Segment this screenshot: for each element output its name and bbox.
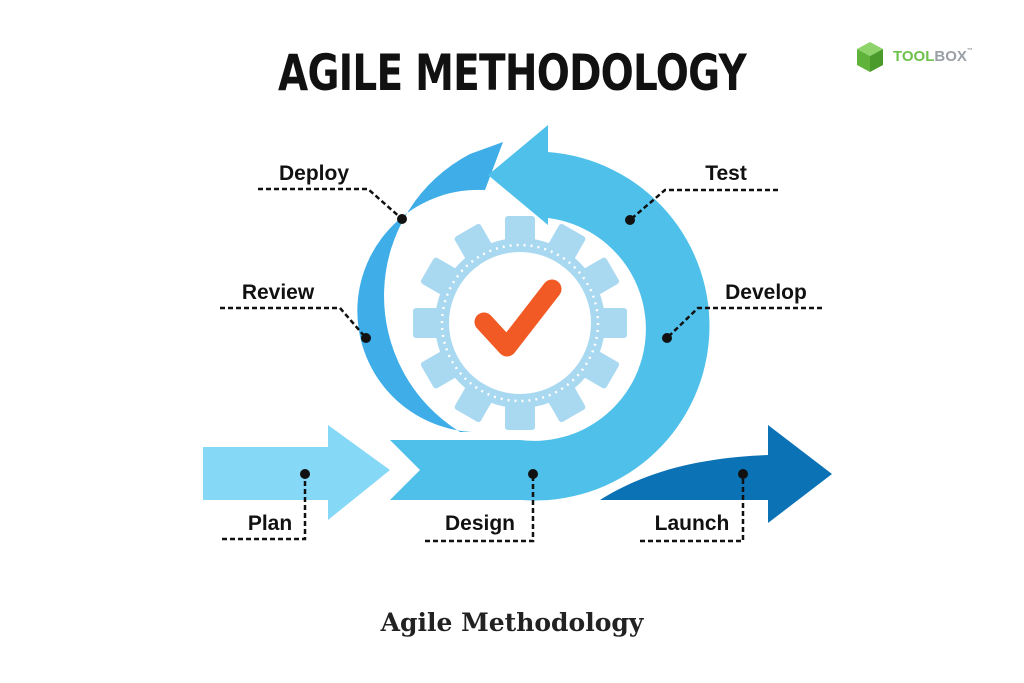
- test-label: Test: [705, 162, 747, 185]
- cycle-left-band: [357, 142, 503, 432]
- review-dot: [361, 333, 371, 343]
- launch-label: Launch: [655, 512, 730, 535]
- logo-trademark: ™: [966, 48, 973, 54]
- diagram-title: AGILE METHODOLOGY: [278, 44, 747, 102]
- plan-dot: [300, 469, 310, 479]
- leader-dots: [300, 214, 748, 479]
- gear-checkmark-icon: [413, 216, 627, 430]
- develop-leader: [666, 306, 822, 339]
- develop-dot: [662, 333, 672, 343]
- deploy-dot: [397, 214, 407, 224]
- figure-caption: Agile Methodology: [380, 608, 644, 637]
- logo-text-tool: TOOL: [893, 48, 935, 65]
- checkmark-icon: [474, 279, 562, 357]
- review-label: Review: [242, 281, 315, 304]
- toolbox-cube-icon: [857, 42, 883, 72]
- design-leader: [425, 474, 535, 543]
- logo-text-box: BOX: [934, 48, 967, 65]
- design-dot: [528, 469, 538, 479]
- launch-arrow: [600, 425, 832, 523]
- develop-label: Develop: [725, 281, 807, 304]
- test-leader: [629, 188, 778, 221]
- deploy-leader: [258, 187, 403, 220]
- design-label: Design: [445, 512, 515, 535]
- leader-lines: [220, 187, 822, 543]
- plan-arrow: [203, 425, 390, 520]
- plan-label: Plan: [248, 512, 292, 535]
- test-dot: [625, 215, 635, 225]
- review-leader: [220, 306, 367, 339]
- deploy-label: Deploy: [279, 162, 349, 185]
- launch-leader: [640, 474, 745, 543]
- plan-leader: [222, 474, 307, 541]
- launch-dot: [738, 469, 748, 479]
